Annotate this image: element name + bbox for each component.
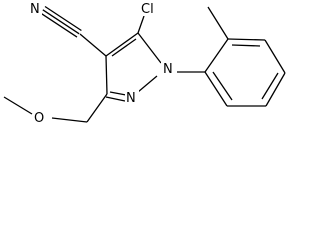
benzene-double-bond-1	[231, 44, 261, 47]
nitrile-triple-bond-line-1	[42, 9, 80, 35]
nitrile-to-c4-bond	[79, 33, 107, 57]
ether-oxygen-label-bg	[33, 109, 49, 125]
nitrile-nitrogen-label: N	[30, 2, 40, 17]
benzene-double-bond-3	[212, 71, 233, 101]
c5-to-chloro-bond	[137, 15, 145, 34]
benzene-bond-1	[204, 38, 229, 73]
ring-n2-label: N	[126, 91, 136, 106]
c4-c5-bond-inner	[111, 38, 137, 57]
atom-labels: N Cl N N O	[28, 0, 175, 126]
ortho-methyl-bond	[207, 6, 229, 40]
ch2-oxygen-bond	[51, 117, 88, 123]
n1-n2-bond	[137, 75, 158, 93]
nitrile-triple-bond-line-2	[44, 5, 82, 32]
n2-c3-bond-inner	[105, 96, 126, 102]
n2-c3-bond	[109, 91, 127, 96]
chloro-label-bg	[140, 1, 158, 16]
bond-lines	[3, 5, 286, 123]
benzene-bond-2	[227, 38, 266, 41]
ether-oxygen-label: O	[34, 111, 44, 126]
ring-n1-label: N	[163, 62, 173, 77]
c4-c5-bond	[105, 32, 139, 57]
c3-c4-bond	[105, 55, 108, 95]
ring-n2-label-bg	[125, 89, 139, 105]
chemical-structure-canvas: N Cl N N O	[0, 0, 289, 132]
c3-ch2-bond	[86, 93, 108, 123]
pyrazole-structure-drawing: N Cl N N O	[3, 0, 286, 126]
c5-n1-bond	[137, 32, 162, 64]
oxygen-methyl-bond	[3, 96, 33, 115]
nitrile-nitrogen-label-bg	[28, 0, 42, 16]
benzene-bond-3	[264, 39, 286, 74]
benzene-bond-6	[204, 71, 228, 107]
chloro-label: Cl	[141, 2, 154, 17]
benzene-double-bond-2	[261, 72, 279, 100]
benzene-bond-4	[265, 72, 286, 107]
ring-n1-label-bg	[161, 60, 175, 76]
nitrile-triple-bond-line-3	[40, 12, 78, 38]
